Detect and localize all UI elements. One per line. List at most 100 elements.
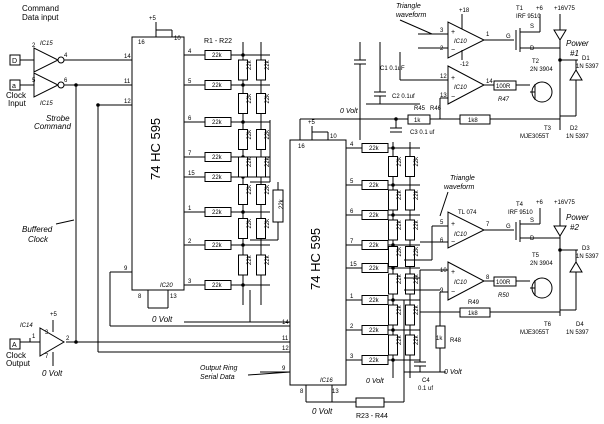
ic16-gnd: 0 Volt (312, 407, 333, 416)
clock-output-label-1: Clock (6, 351, 27, 360)
ic20-pin-12: 12 (124, 99, 131, 105)
ic16-pin-13: 13 (332, 389, 339, 395)
ladder1-v-label-6-1: 22k (265, 254, 271, 265)
strobe-label-1: Strobe (46, 114, 70, 123)
ladder2-h-label-2: 22k (369, 213, 380, 219)
ic10b-opamp (447, 65, 486, 105)
r23-r44-label: R23 - R44 (356, 413, 388, 420)
ic14-ref: IC14 (20, 323, 33, 329)
ic10c-type: TL 074 (458, 210, 477, 216)
ic16-pin-11: 11 (282, 336, 289, 342)
power2-vhigh: +16V75 (554, 200, 576, 206)
ladder1-v-label-4-0: 22k (247, 184, 253, 195)
ladder2-v-label-1-1: 22k (414, 189, 420, 200)
d3-diode (553, 225, 567, 237)
ladder1-v-label-0-0: 22k (247, 59, 253, 70)
ic16-ref: IC16 (320, 378, 333, 384)
ic20-name: 74 HC 595 (148, 118, 163, 180)
ladder2-v-label-2-0: 22k (397, 219, 403, 230)
ic10b-pin-plus: 12 (440, 74, 447, 80)
ladder1-v-label-0-1: 22k (265, 59, 271, 70)
d4-diode (569, 261, 583, 273)
ladder2-h-label-5: 22k (369, 298, 380, 304)
svg-text:+: + (451, 221, 455, 228)
ic10d-pin-out: 8 (486, 275, 490, 281)
t2-part: 2N 3904 (530, 67, 553, 73)
ladder2-v-label-2-1: 22k (414, 219, 420, 230)
ic10c-pin-out: 7 (486, 222, 490, 228)
r48-label: R48 (450, 338, 462, 344)
r49-value: 1k8 (468, 311, 478, 317)
ladder2-v-label-4-1: 22k (414, 273, 420, 284)
c1-label: C1 0.1uF (380, 66, 405, 72)
d2-part: 1N 5397 (566, 134, 589, 140)
ic20-pin-5: 5 (188, 79, 192, 85)
ic20-pin-10: 10 (174, 36, 181, 42)
command-label-2: Data input (22, 13, 59, 22)
ic16: 74 HC 595 +5 16 10 IC16 8 13 0 Volt 14 1… (282, 120, 347, 416)
svg-text:+: + (451, 75, 455, 82)
svg-text:−: − (451, 239, 455, 246)
t5-part: 2N 3904 (530, 261, 553, 267)
t4-label: T4 (516, 202, 524, 208)
ground-c4-label: 0 Volt (366, 378, 385, 385)
t4-pin-g: G (506, 224, 511, 230)
ic10b-pin-minus: 13 (440, 93, 447, 99)
ic10c-pin-plus: 5 (440, 220, 444, 226)
power1-label-2: #1 (570, 49, 579, 58)
ladder1-h-label-3: 22k (212, 155, 223, 161)
ic16-pin-6: 6 (350, 209, 354, 215)
ic16-pin-14: 14 (282, 320, 289, 326)
ic10d-opamp (447, 261, 486, 301)
ic20-pin-9: 9 (124, 266, 128, 272)
ic14-vcc: +5 (50, 312, 58, 318)
svg-text:−: − (451, 94, 455, 101)
ic10a-vneg: -12 (460, 62, 469, 68)
ic15-bot-label: IC15 (40, 101, 53, 107)
ladder1-v-label-4-1: 22k (265, 184, 271, 195)
d4-part: 1N 5397 (566, 330, 589, 336)
strobe-label-2: Command (34, 122, 71, 131)
ic16-pin-2: 2 (350, 324, 354, 330)
ic16-body (289, 139, 347, 386)
ladder1-v-label-1-1: 22k (265, 93, 271, 104)
ladder2-v-label-0-0: 22k (397, 156, 403, 167)
ic16-vcc: +5 (308, 120, 316, 126)
ic10a-vpos: +18 (459, 8, 470, 14)
ladder2-h-label-1: 22k (369, 183, 380, 189)
ladder1-h-label-7: 22k (212, 283, 223, 289)
ladder1-v-label-6-0: 22k (247, 254, 253, 265)
ic20-body (131, 36, 185, 291)
ladder2-v-label-6-0: 22k (397, 334, 403, 345)
ic16-pin-12: 12 (282, 346, 289, 352)
ic14-pin-2: 2 (66, 336, 70, 342)
ic10c-opamp (447, 211, 486, 249)
clock-label-1: Clock (6, 91, 27, 100)
t1-pin-s: S (530, 24, 534, 30)
ic20-pin-2: 2 (188, 239, 192, 245)
ic20-pin-14: 14 (124, 54, 131, 60)
ic20-vcc: +5 (149, 16, 157, 22)
ic20-pin-7: 7 (188, 151, 192, 157)
power-stage-2: Triangle waveform TL 074 5 6 + − IC10 7 … (366, 175, 599, 392)
command-label-1: Command (22, 4, 59, 13)
t1-pin-d: D (530, 46, 535, 52)
buffered-label-1: Buffered (22, 225, 53, 234)
ic16-gnd-right: 0 Volt (444, 369, 463, 376)
ladder1-v-label-5-1: 22k (265, 218, 271, 229)
r23-r44-resistor (355, 397, 385, 408)
d1-diode (553, 29, 567, 41)
triangle-1-label-2: waveform (396, 12, 427, 19)
ic16-pin-7: 7 (350, 239, 354, 245)
r49-label: R49 (468, 300, 480, 306)
ladder1-v-label-2-1: 22k (265, 129, 271, 140)
ladder1-v-label-2-0: 22k (247, 129, 253, 140)
ic10a-opamp (447, 21, 486, 59)
ladder2-h-label-0: 22k (369, 146, 380, 152)
ic15-buffer-top (33, 47, 60, 73)
t4-pin-s: S (530, 218, 534, 224)
ic10c-ref: IC10 (454, 232, 467, 238)
ladder1-h-label-0: 22k (212, 53, 223, 59)
r48-value: 1k (436, 336, 443, 342)
